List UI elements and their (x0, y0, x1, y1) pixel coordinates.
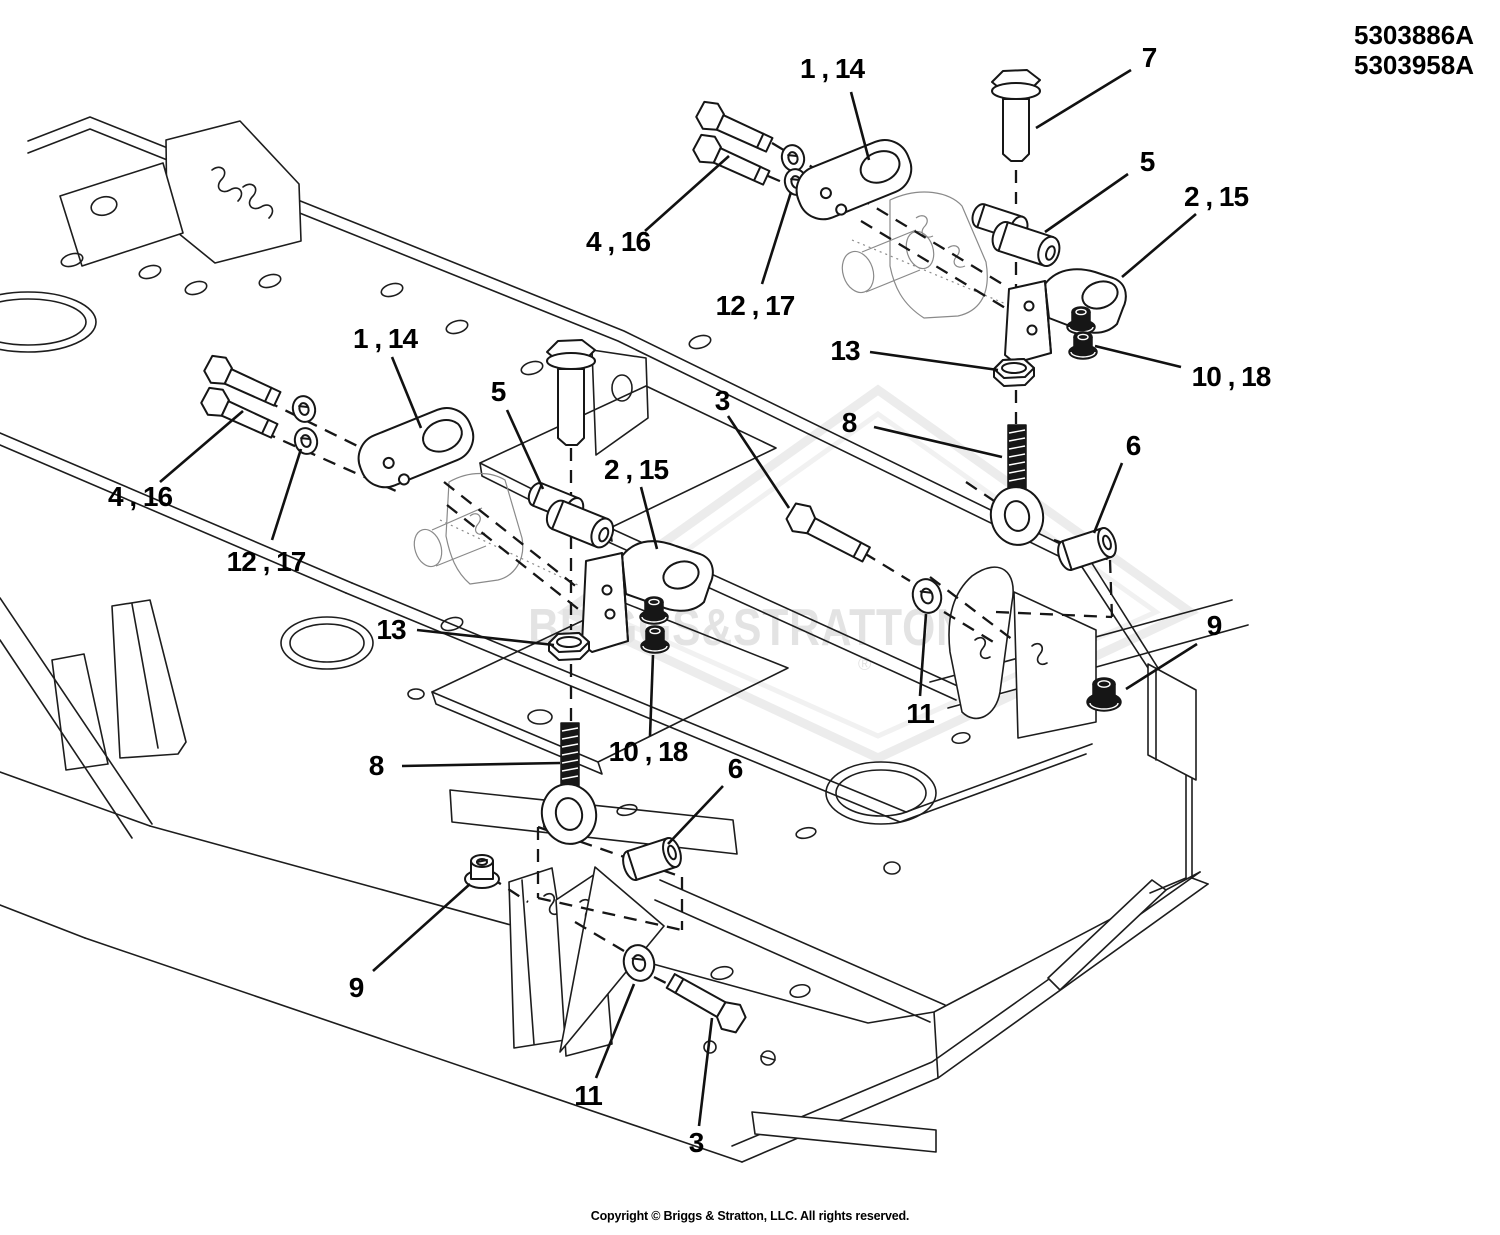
callout-label-6-right: 6 (1125, 430, 1142, 461)
flange-nut-10-18-left-b (640, 625, 670, 654)
leader-line-6-left (667, 785, 724, 845)
leader-line-3-bottom (697, 1017, 714, 1127)
copyright-line: Copyright © Briggs & Stratton, LLC. All … (590, 1209, 910, 1223)
leader-line-5-left (505, 409, 545, 490)
callout-label-13-right: 13 (830, 335, 860, 366)
shoulder-bolt-7-left (546, 339, 596, 446)
spacer-6-left (622, 837, 682, 881)
spacer-6-right (1057, 527, 1117, 571)
callout-label-5-left: 5 (490, 376, 507, 407)
leader-line-2-15-right (1121, 213, 1197, 278)
link-plate-1-14-right (795, 139, 913, 221)
leader-line-13-left (416, 628, 555, 647)
leader-line-1-14-left (390, 356, 423, 429)
callout-label-5-right: 5 (1139, 146, 1156, 177)
eyebolt-8-right (989, 424, 1045, 546)
bolt-3-bottom (665, 973, 747, 1034)
leader-line-6-right (1092, 462, 1124, 534)
leader-line-4-16-left (159, 410, 244, 483)
callout-label-3-bottom: 3 (688, 1127, 705, 1158)
leader-line-7-right (1035, 68, 1132, 130)
leader-line-5-right (1044, 172, 1129, 234)
flange-nut-10-18-right-b (1068, 331, 1098, 360)
hardware-parts (200, 69, 1127, 1034)
callout-label-12-17-left: 12 , 17 (226, 546, 307, 577)
callout-label-9-right: 9 (1206, 610, 1223, 641)
bolt-3-right (785, 502, 871, 563)
leader-line-12-17-left (270, 448, 303, 541)
leader-line-9-left (372, 883, 471, 972)
washer-11-right (911, 578, 943, 614)
bracket-2-15-right (1004, 268, 1127, 364)
leader-line-10-18-right (1094, 344, 1182, 369)
washer-11-left (622, 944, 656, 982)
hidden-hanger-bracket-left (413, 472, 581, 587)
flange-nut-9-left (464, 854, 500, 889)
callout-leader-lines (159, 68, 1198, 1127)
jam-nut-13-right (993, 358, 1035, 387)
eyebolt-8-left (540, 722, 598, 845)
leader-line-9-right (1125, 642, 1198, 691)
callout-label-6-left: 6 (727, 753, 744, 784)
leader-line-8-left (401, 761, 561, 768)
leader-line-3-right (726, 415, 791, 509)
callout-label-1-14-right: 1 , 14 (799, 53, 865, 84)
washer-12-17-left-a (291, 395, 317, 423)
leader-line-13-right (869, 350, 999, 372)
part-number-1: 5303886A (1354, 20, 1474, 50)
mower-deck-line-art (0, 116, 1249, 1163)
flange-nut-10-18-right-a (1066, 306, 1096, 335)
washer-12-17-left-b (293, 427, 319, 455)
callout-label-10-18-left: 10 , 18 (608, 736, 689, 767)
callout-label-2-15-right: 2 , 15 (1183, 181, 1249, 212)
callout-label-10-18-right: 10 , 18 (1191, 361, 1272, 392)
callout-label-3-right: 3 (714, 385, 731, 416)
callout-label-11-right: 11 (906, 698, 935, 729)
leader-line-2-15-left (639, 486, 659, 550)
bolt-4-16-left-b (200, 386, 279, 439)
callout-label-7-right: 7 (1141, 42, 1158, 73)
trunnion-5-left (527, 481, 615, 549)
leader-line-1-14-right (849, 91, 871, 161)
callout-label-8-left: 8 (368, 750, 385, 781)
link-plate-1-14-left (357, 407, 475, 489)
bracket-2-15-left (581, 540, 714, 653)
callout-label-8-right: 8 (841, 407, 858, 438)
watermark-registered-mark: ® (858, 654, 871, 674)
leader-line-12-17-top (760, 191, 793, 285)
callout-label-4-16-top: 4 , 16 (585, 226, 651, 257)
callout-label-11-left: 11 (574, 1080, 603, 1111)
drawing-part-numbers: 5303886A 5303958A (1354, 20, 1474, 80)
jam-nut-13-left (548, 632, 590, 661)
bolt-4-16-left-a (203, 354, 282, 407)
callout-label-13-left: 13 (376, 614, 406, 645)
leader-line-11-left (594, 983, 636, 1079)
part-number-2: 5303958A (1354, 50, 1474, 80)
callout-label-4-16-left: 4 , 16 (107, 481, 173, 512)
leader-line-8-right (873, 425, 1003, 459)
leader-line-4-16-top (644, 155, 730, 232)
callout-label-2-15-left: 2 , 15 (603, 454, 669, 485)
callout-label-9-left: 9 (348, 972, 365, 1003)
trunnion-5-right (971, 203, 1061, 268)
shoulder-bolt-7-right (991, 69, 1041, 162)
callout-label-12-17-top: 12 , 17 (715, 290, 796, 321)
leader-line-11-right (918, 613, 928, 697)
flange-nut-10-18-left-a (639, 596, 669, 625)
bolt-4-16-top-a (695, 100, 774, 153)
flange-nut-9-right (1086, 677, 1122, 712)
callout-label-1-14-left: 1 , 14 (352, 323, 418, 354)
leader-line-10-18-left (648, 654, 655, 737)
deck-slot-holes (60, 252, 971, 1066)
